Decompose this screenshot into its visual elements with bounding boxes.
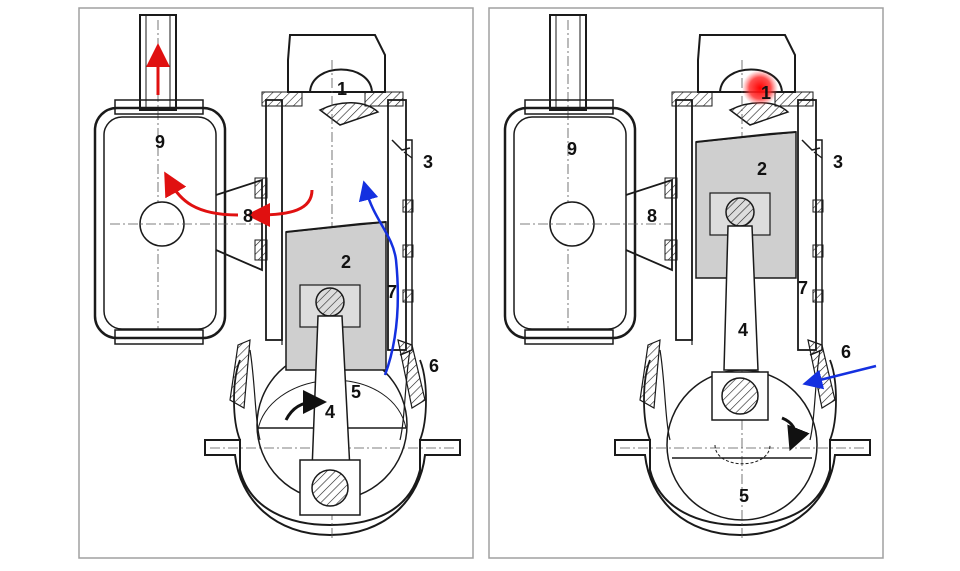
label-6: 6	[841, 342, 851, 362]
label-7: 7	[387, 282, 397, 302]
left-exhaust-flow	[146, 43, 314, 227]
scavenge-arrow-icon	[358, 180, 400, 376]
ignition-spark-icon	[742, 70, 778, 106]
label-9: 9	[155, 132, 165, 152]
right-crank-disc	[666, 369, 818, 521]
label-9: 9	[567, 139, 577, 159]
label-2: 2	[757, 159, 767, 179]
intake-arrow-icon	[802, 364, 877, 390]
label-1: 1	[337, 79, 347, 99]
right-panel: 1 2 3 4 5 6 7 8 9	[503, 13, 877, 542]
right-piston	[695, 131, 797, 279]
label-6: 6	[429, 356, 439, 376]
label-5: 5	[739, 486, 749, 506]
label-8: 8	[647, 206, 657, 226]
label-1: 1	[761, 83, 771, 103]
label-4: 4	[738, 320, 748, 340]
left-piston	[285, 221, 387, 371]
label-3: 3	[833, 152, 843, 172]
exhaust-silencer-arrow-icon	[164, 171, 239, 217]
label-7: 7	[798, 278, 808, 298]
label-3: 3	[423, 152, 433, 172]
label-2: 2	[341, 252, 351, 272]
crank-rotation-arrow-icon	[781, 416, 810, 452]
exhaust-into-silencer-arrow-icon	[246, 189, 314, 227]
crank-rotation-arrow-icon	[284, 390, 327, 421]
label-8: 8	[243, 206, 253, 226]
left-connecting-rod	[299, 315, 361, 516]
label-5: 5	[351, 382, 361, 402]
left-panel: 1 2 3 4 5 6 7 8 9	[93, 13, 462, 542]
label-4: 4	[325, 402, 335, 422]
right-connecting-rod	[711, 225, 769, 421]
right-panel-frame	[488, 7, 884, 559]
